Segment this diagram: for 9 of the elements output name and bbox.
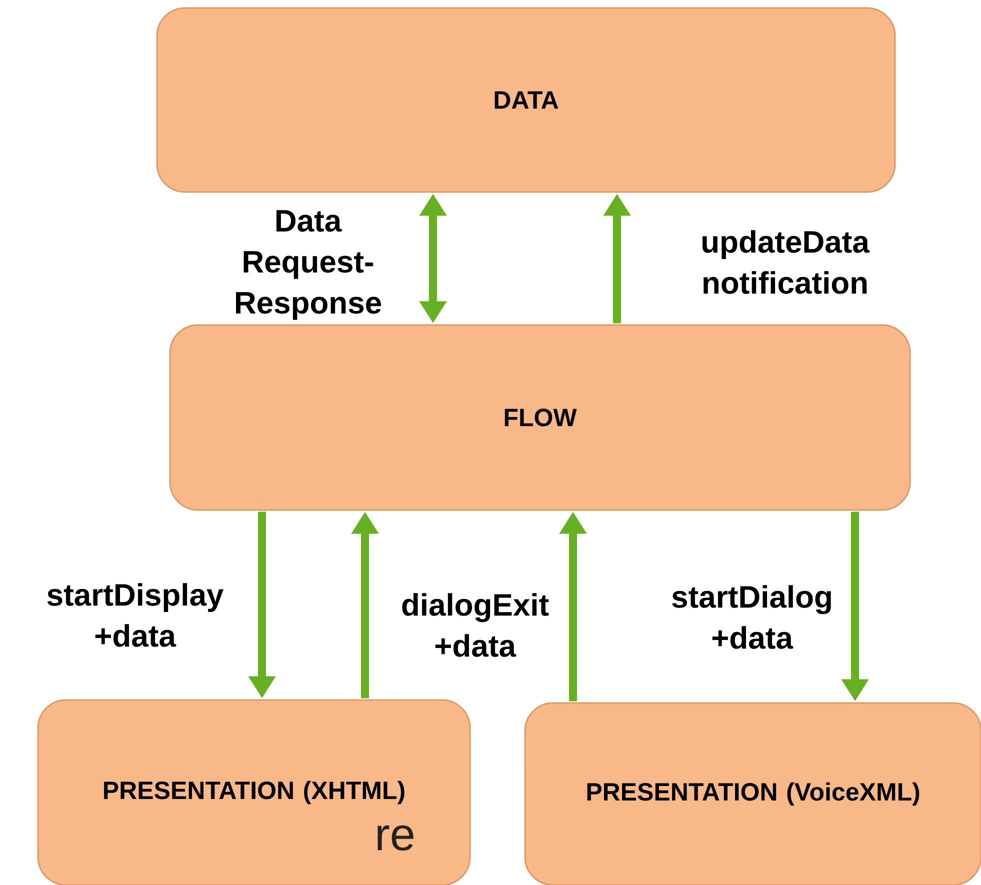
edge-label: startDisplay +data: [47, 583, 224, 647]
edge-label: updateData notification: [702, 230, 870, 294]
edge-label: Data Request-Response: [236, 210, 382, 320]
process-box: FLOW: [169, 324, 911, 511]
process-box: DATA: [156, 7, 896, 193]
edge-label: startDialog +data: [672, 585, 831, 649]
process-box: PRESENTATION (VoiceXML): [524, 702, 981, 885]
text-fragment: re: [378, 825, 414, 851]
edge-label: dialogExit +data: [402, 593, 549, 657]
